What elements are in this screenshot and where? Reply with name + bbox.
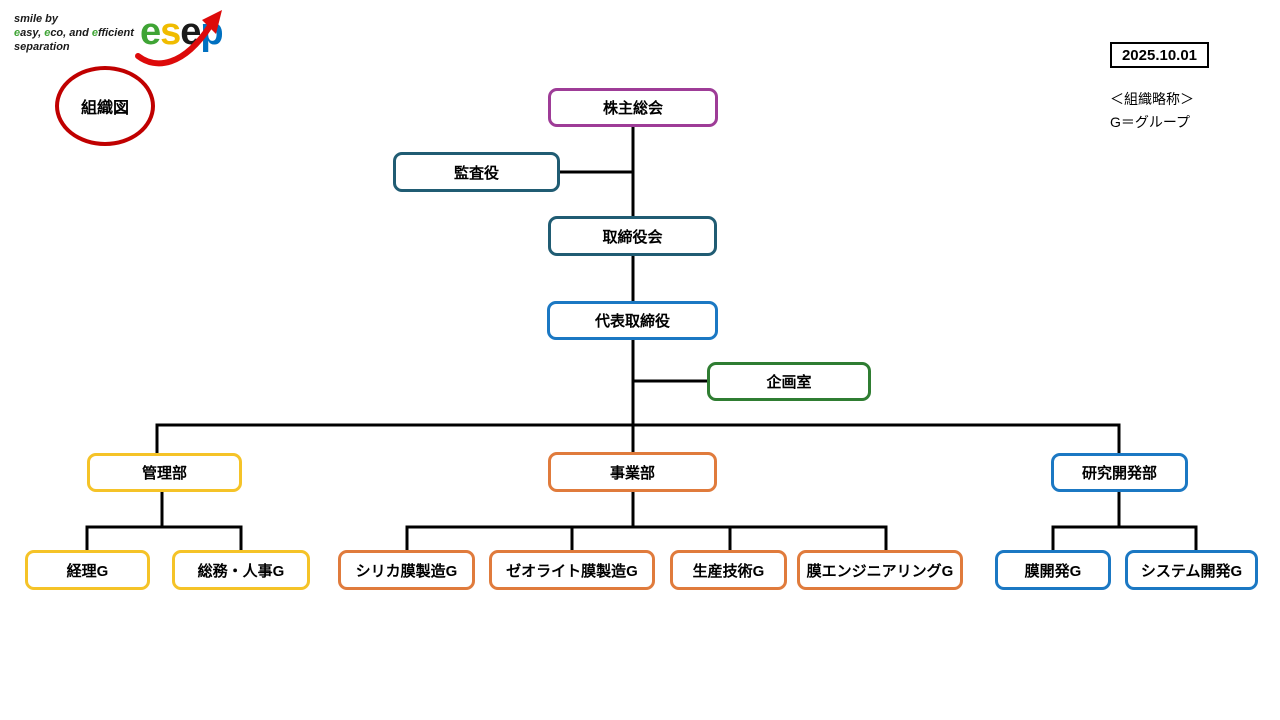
org-node-soumu: 総務・人事G [172, 550, 310, 590]
org-node-silica: シリカ膜製造G [338, 550, 475, 590]
org-connectors [85, 125, 1198, 553]
org-node-label: 監査役 [453, 164, 499, 182]
org-node-admin: 管理部 [87, 453, 242, 492]
date-box: 2025.10.01 [1110, 42, 1209, 68]
esep-logo: esep [135, 8, 236, 68]
org-node-maku-eng: 膜エンジニアリングG [797, 550, 963, 590]
org-node-shareholders: 株主総会 [548, 88, 718, 127]
org-node-label: システム開発G [1140, 562, 1243, 580]
org-node-label: 膜エンジニアリングG [806, 562, 954, 580]
abbreviation-legend: ＜組織略称＞ G＝グループ [1110, 88, 1194, 134]
org-node-business: 事業部 [548, 452, 717, 492]
org-node-label: 総務・人事G [197, 562, 285, 580]
org-node-keiri: 経理G [25, 550, 150, 590]
org-node-auditor: 監査役 [393, 152, 560, 192]
tagline-seg: fficient [98, 27, 134, 39]
title-badge-ellipse: 組織図 [55, 66, 155, 146]
esep-logo-arrow-icon [135, 10, 222, 67]
org-node-ceo: 代表取締役 [547, 301, 718, 340]
tagline-seg: e [14, 27, 21, 39]
org-node-label: 株主総会 [602, 100, 663, 117]
org-node-seisan: 生産技術G [670, 550, 787, 590]
tagline-line1: smile by [14, 13, 59, 25]
org-node-label: 事業部 [609, 464, 655, 482]
org-node-label: 膜開発G [1024, 562, 1082, 580]
org-node-maku-dev: 膜開発G [995, 550, 1111, 590]
logo-tagline: smile by easy, eco, and efficient separa… [14, 12, 134, 54]
tagline-seg: e [91, 27, 98, 39]
org-node-rnd: 研究開発部 [1051, 453, 1188, 492]
arrow-curve [135, 23, 213, 67]
arrow-head [202, 10, 222, 34]
org-node-label: 生産技術G [692, 562, 765, 580]
tagline-line3: separation [14, 41, 70, 53]
tagline-seg: co, and [50, 27, 92, 39]
org-node-zeolite: ゼオライト膜製造G [489, 550, 655, 590]
org-node-label: 取締役会 [602, 228, 663, 246]
org-node-label: ゼオライト膜製造G [506, 562, 638, 580]
org-node-label: シリカ膜製造G [355, 562, 458, 580]
tagline-line2: easy, eco, and efficient [14, 26, 134, 40]
page-title: 組織図 [80, 100, 129, 117]
org-node-planning: 企画室 [707, 362, 871, 401]
org-node-label: 代表取締役 [594, 313, 670, 330]
legend-entry: G＝グループ [1110, 114, 1191, 130]
org-node-label: 企画室 [766, 374, 812, 391]
legend-heading: ＜組織略称＞ [1110, 91, 1194, 107]
org-node-system-dev: システム開発G [1125, 550, 1258, 590]
tagline-seg: e [44, 27, 51, 39]
org-node-label: 管理部 [141, 465, 187, 482]
tagline-seg: asy, [20, 27, 45, 39]
org-node-board: 取締役会 [548, 216, 717, 256]
org-node-label: 研究開発部 [1081, 465, 1157, 482]
date-text: 2025.10.01 [1121, 46, 1198, 64]
org-node-label: 経理G [66, 562, 109, 580]
brand-letter: s [160, 11, 181, 53]
brand-letter: e [140, 11, 161, 53]
